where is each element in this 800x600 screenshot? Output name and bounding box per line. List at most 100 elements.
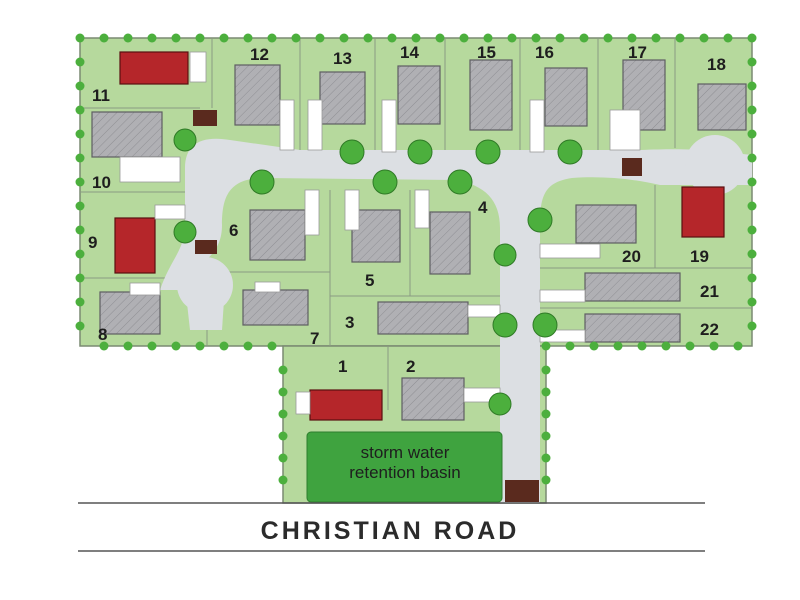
hedge-shrub (531, 33, 541, 43)
house-lot-3 (377, 301, 469, 335)
lot-number-14: 14 (400, 43, 419, 62)
house-lot-22 (584, 313, 681, 343)
hedge-shrub (171, 341, 181, 351)
hedge-shrub (603, 33, 613, 43)
hedge-shrub (483, 33, 493, 43)
lot-number-6: 6 (229, 221, 238, 240)
house-lot-20 (575, 204, 637, 244)
hedge-shrub (747, 153, 757, 163)
hedge-shrub (75, 153, 85, 163)
house-lot-4 (429, 211, 471, 275)
hedge-shrub (278, 431, 288, 441)
house-lot-15 (469, 59, 513, 131)
hedge-shrub (435, 33, 445, 43)
lot-number-5: 5 (365, 271, 374, 290)
house-lot-6 (249, 209, 306, 261)
hedge-shrub (75, 177, 85, 187)
lot-number-17: 17 (628, 43, 647, 62)
hedge-shrub (123, 341, 133, 351)
storm-water-retention-basin (306, 431, 503, 503)
hedge-shrub (613, 341, 623, 351)
hedge-shrub (75, 33, 85, 43)
house-lot-16 (544, 67, 588, 127)
hedge-shrub (411, 33, 421, 43)
hedge-shrub (75, 129, 85, 139)
trees (173, 128, 583, 416)
hedge-shrub (637, 341, 647, 351)
lot-number-18: 18 (707, 55, 726, 74)
hedge-shrub (733, 341, 743, 351)
hedge-shrub (661, 341, 671, 351)
lot-number-11: 11 (92, 86, 110, 105)
lot-number-16: 16 (535, 43, 554, 62)
hedge-shrub (555, 33, 565, 43)
hedge-shrub (75, 321, 85, 331)
hedge-shrub (99, 33, 109, 43)
hedge-shrub (75, 297, 85, 307)
hedge-shrub (123, 33, 133, 43)
hedge-shrub (747, 81, 757, 91)
perimeter-hedge (75, 33, 757, 485)
hedge-shrub (541, 365, 551, 375)
hedge-shrub (541, 341, 551, 351)
hedge-shrub (291, 33, 301, 43)
hedge-shrub (267, 341, 277, 351)
hedge-shrub (219, 341, 229, 351)
house-lot-11 (119, 51, 189, 85)
hedge-shrub (723, 33, 733, 43)
house-lot-13 (319, 71, 366, 125)
lot-numbers: 1 2 3 4 5 6 7 8 9 10 11 12 13 14 15 16 1… (88, 43, 726, 376)
hedge-shrub (747, 225, 757, 235)
hedge-shrub (75, 57, 85, 67)
hedge-shrub (75, 249, 85, 259)
house-lot-1 (309, 389, 383, 421)
entrances (193, 110, 642, 502)
hedge-shrub (243, 341, 253, 351)
lot-number-19: 19 (690, 247, 709, 266)
houses (91, 51, 747, 421)
hedge-shrub (171, 33, 181, 43)
road-name-label: CHRISTIAN ROAD (261, 517, 520, 545)
hedge-shrub (75, 201, 85, 211)
hedge-shrub (747, 273, 757, 283)
lot-number-21: 21 (700, 282, 719, 301)
hedge-shrub (75, 273, 85, 283)
hedge-shrub (278, 453, 288, 463)
hedge-shrub (147, 33, 157, 43)
house-lot-21 (584, 272, 681, 302)
hedge-shrub (459, 33, 469, 43)
lot-number-13: 13 (333, 49, 352, 68)
lot-number-3: 3 (345, 313, 354, 332)
lot-number-10: 10 (92, 173, 111, 192)
lot-number-9: 9 (88, 233, 97, 252)
hedge-shrub (278, 475, 288, 485)
hedge-shrub (541, 409, 551, 419)
lot-number-22: 22 (700, 320, 719, 339)
hedge-shrub (541, 387, 551, 397)
hedge-shrub (627, 33, 637, 43)
lot-number-7: 7 (310, 329, 319, 348)
house-lot-19 (681, 186, 725, 238)
hedge-shrub (387, 33, 397, 43)
hedge-shrub (278, 365, 288, 375)
hedge-shrub (747, 297, 757, 307)
hedge-shrub (541, 431, 551, 441)
hedge-shrub (195, 341, 205, 351)
hedge-shrub (747, 57, 757, 67)
hedge-shrub (675, 33, 685, 43)
hedge-shrub (699, 33, 709, 43)
hedge-shrub (278, 409, 288, 419)
hedge-shrub (507, 33, 517, 43)
house-lot-7 (242, 289, 309, 326)
lot-number-1: 1 (338, 357, 347, 376)
hedge-shrub (75, 105, 85, 115)
hedge-shrub (75, 225, 85, 235)
house-lot-2 (401, 377, 465, 421)
lot-lines (80, 38, 752, 410)
hedge-shrub (685, 341, 695, 351)
hedge-shrub (565, 341, 575, 351)
hedge-shrub (278, 387, 288, 397)
hedge-shrub (195, 33, 205, 43)
hedge-shrub (541, 475, 551, 485)
